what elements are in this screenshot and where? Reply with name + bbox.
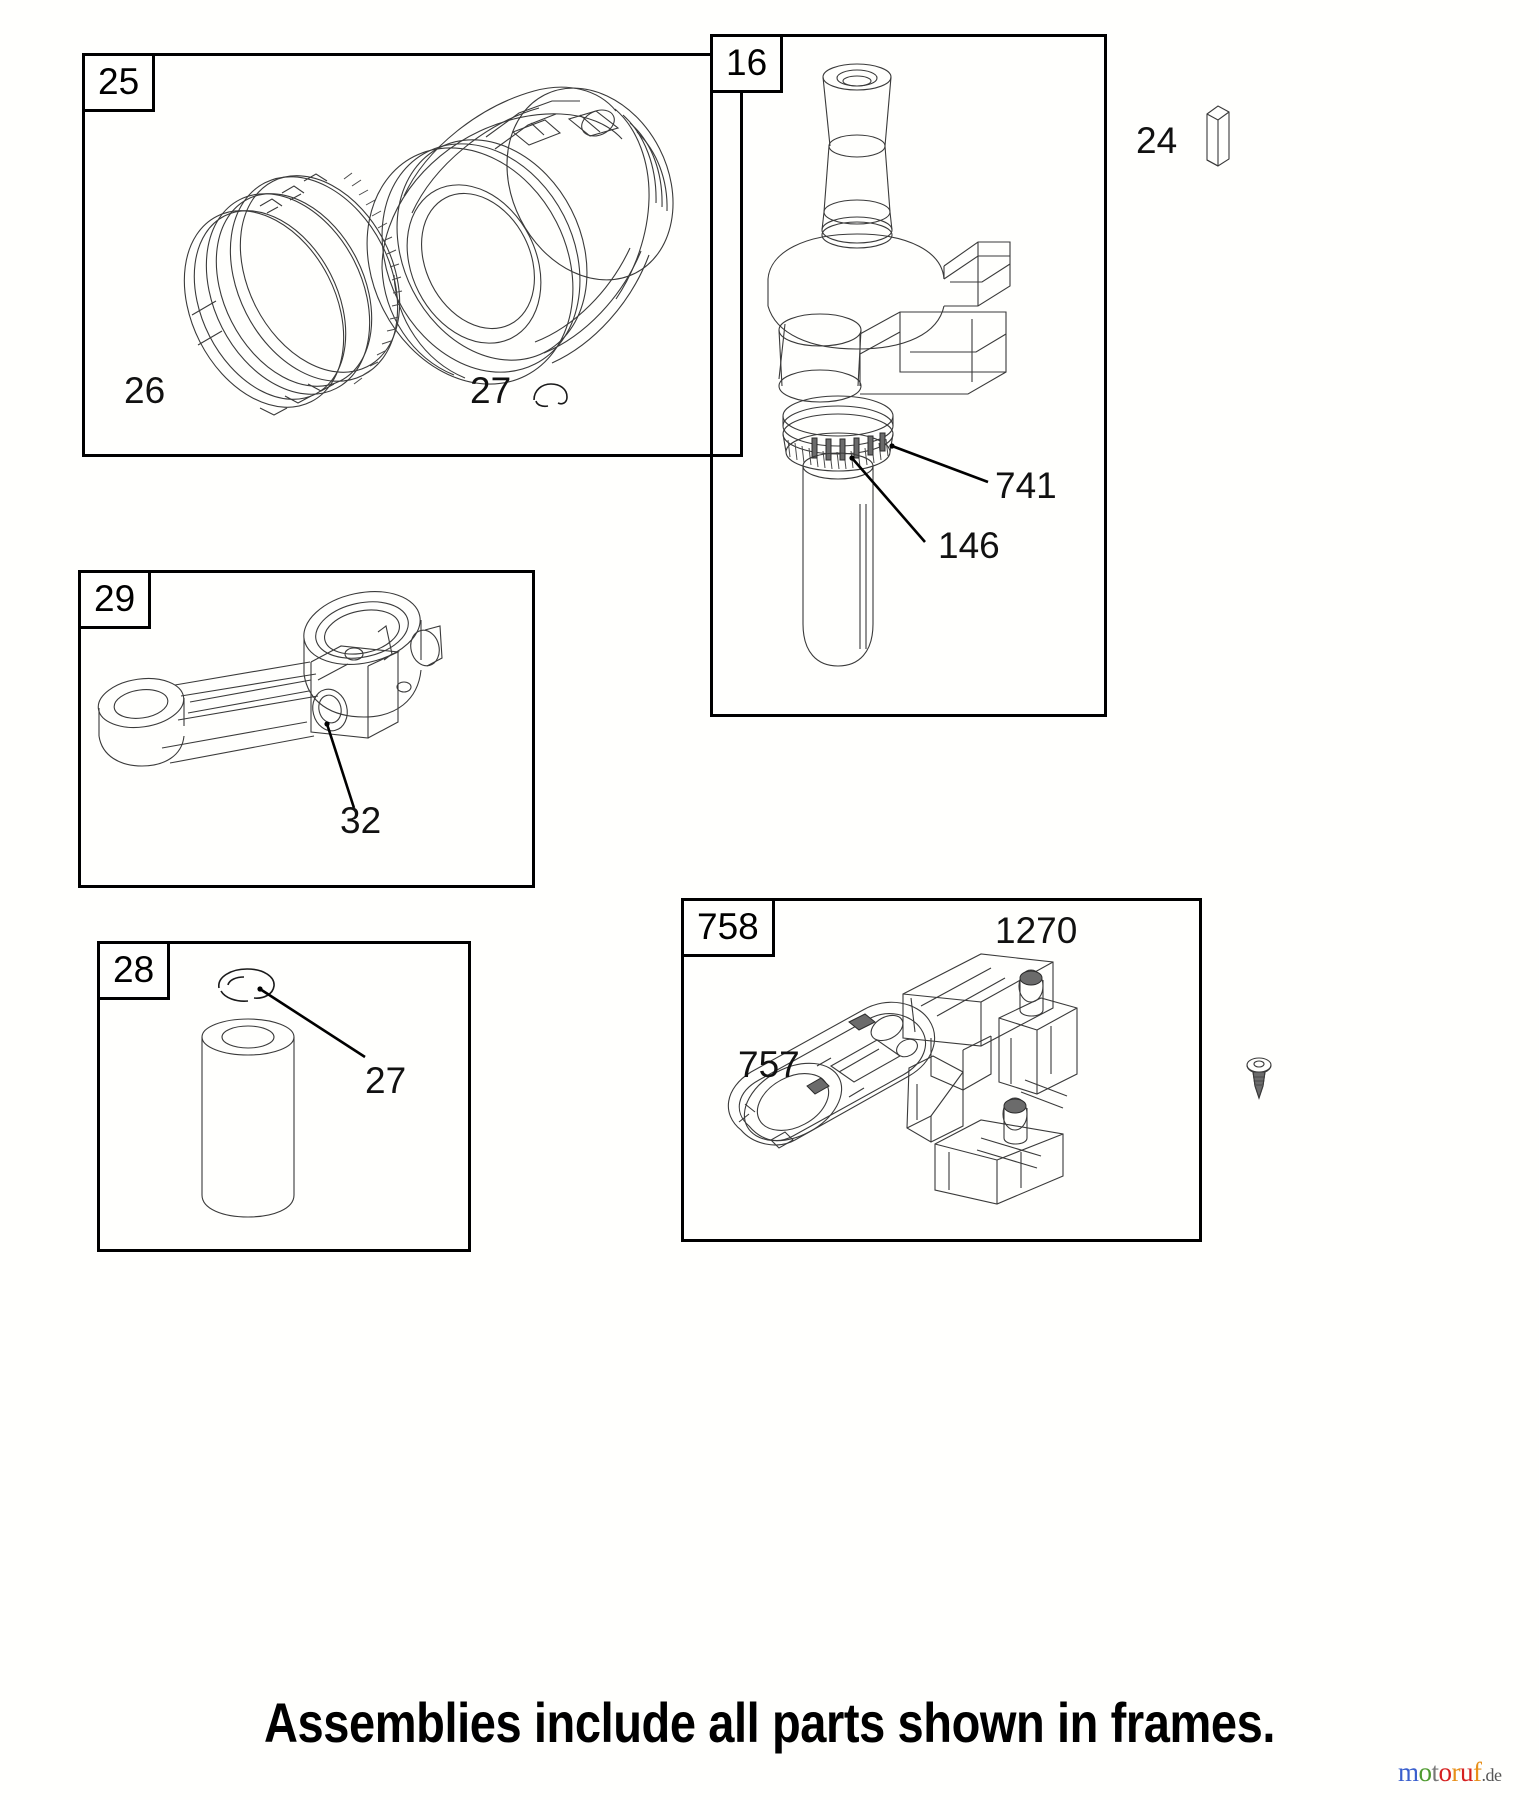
frame-tag-758: 758 <box>681 898 775 957</box>
connecting-rod-frame: 29 <box>78 570 535 888</box>
watermark-letter-6: f <box>1473 1757 1482 1787</box>
watermark-letter-2: t <box>1431 1757 1440 1787</box>
frame-tag-28: 28 <box>97 941 171 1000</box>
frame-tag-29: 29 <box>78 570 152 629</box>
frame-tag-16: 16 <box>710 34 784 93</box>
watermark-letter-5: u <box>1460 1757 1474 1787</box>
piston-and-rings-frame: 25 <box>82 53 743 457</box>
screw-icon <box>1242 1056 1276 1104</box>
callout-741-gear: 741 <box>995 465 1057 506</box>
watermark-letter-1: o <box>1418 1757 1433 1787</box>
watermark-letter-3: o <box>1438 1757 1453 1787</box>
callout-27-retaining-ring-pin: 27 <box>365 1060 407 1101</box>
piston-pin-frame: 28 <box>97 941 471 1252</box>
frame-tag-25: 25 <box>82 53 156 112</box>
governor-assembly-frame: 758 <box>681 898 1202 1242</box>
diagram-caption: Assemblies include all parts shown in fr… <box>263 1691 1276 1754</box>
callout-1270-screw: 1270 <box>995 910 1078 951</box>
flywheel-key-icon <box>1198 100 1242 174</box>
callout-757-governor-arm: 757 <box>738 1044 800 1085</box>
callout-27-retaining-ring: 27 <box>470 370 512 411</box>
callout-26-piston-ring-set: 26 <box>124 370 166 411</box>
watermark-letter-7: .de <box>1481 1765 1503 1785</box>
callout-32-rod-bolt: 32 <box>340 800 382 841</box>
watermark-letter-0: m <box>1398 1757 1419 1787</box>
site-watermark: motoruf.de <box>1398 1757 1502 1788</box>
watermark-letter-4: r <box>1451 1757 1461 1787</box>
crankshaft-frame: 16 <box>710 34 1107 717</box>
callout-24-flywheel-key: 24 <box>1136 120 1178 161</box>
callout-146-timing-gear: 146 <box>938 525 1000 566</box>
